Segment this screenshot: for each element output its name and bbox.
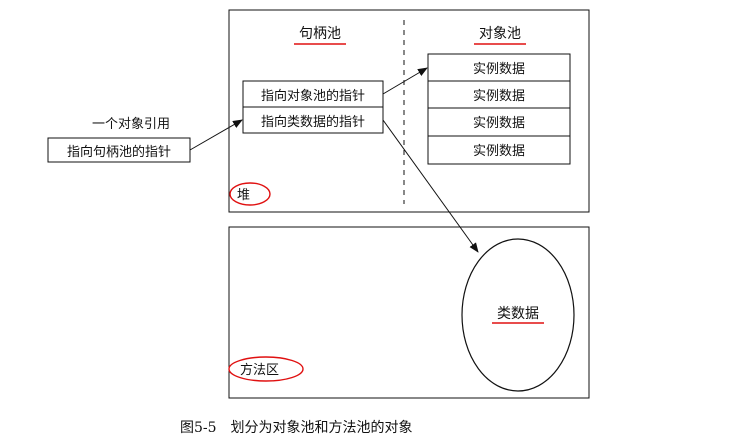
instance-row: 实例数据 (473, 62, 525, 77)
method-area-label-circle (228, 356, 304, 382)
heap-border (228, 9, 590, 213)
heap-label: 堆 (237, 188, 250, 203)
instance-row: 实例数据 (473, 89, 525, 104)
class-data-label: 类数据 (497, 306, 539, 322)
figure-caption: 图5-5 划分为对象池和方法池的对象 (180, 420, 413, 436)
handle-to-instance-arrow (382, 67, 428, 95)
method-area-border (228, 226, 590, 399)
method-area-label: 方法区 (240, 362, 279, 378)
handle-table: 指向对象池的指针 指向类数据的指针 (242, 80, 384, 134)
heap-region: 句柄池 对象池 指向对象池的指针 指向类数据的指针 实例数据 实例数据 实例数据… (228, 9, 590, 213)
handle-pool-title: 句柄池 (299, 26, 341, 42)
object-pool-title: 对象池 (479, 26, 521, 42)
handle-row-class-pointer: 指向类数据的指针 (261, 114, 365, 130)
method-area-region: 类数据 方法区 (228, 226, 590, 399)
heap-label-circle (229, 182, 271, 206)
reference-value: 指向句柄池的指针 (67, 144, 171, 160)
instance-row: 实例数据 (473, 116, 525, 131)
handle-row-object-pointer: 指向对象池的指针 (261, 88, 365, 104)
instance-table-border (427, 53, 571, 165)
reference-label: 一个对象引用 (92, 117, 170, 132)
arrows (189, 67, 479, 253)
class-data-ellipse (461, 238, 575, 392)
instance-row: 实例数据 (473, 144, 525, 159)
reference-to-handle-arrow (189, 119, 243, 151)
object-reference: 一个对象引用 指向句柄池的指针 (47, 117, 191, 163)
instance-table: 实例数据 实例数据 实例数据 实例数据 (427, 53, 571, 165)
handle-to-class-data-arrow (382, 119, 479, 253)
